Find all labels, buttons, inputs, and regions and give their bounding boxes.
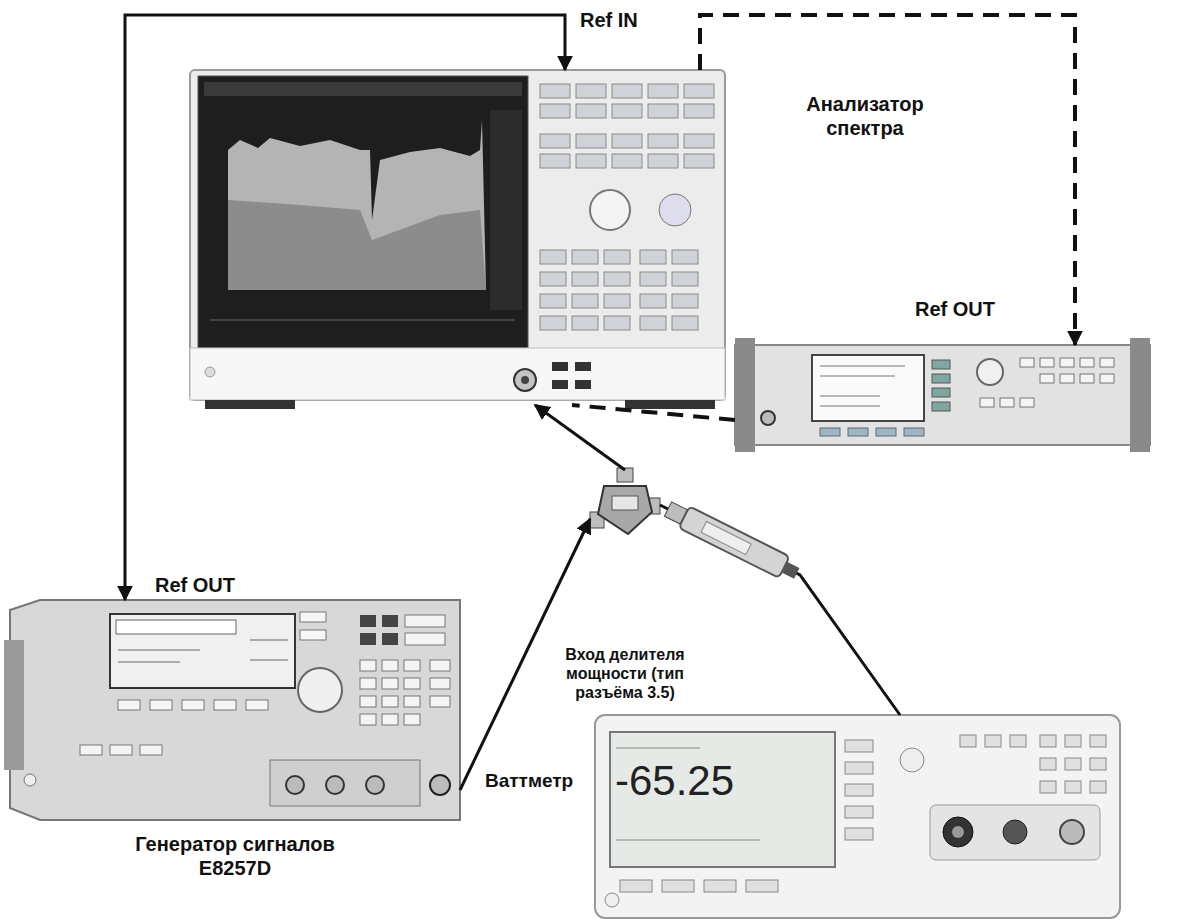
dashed-cable bbox=[572, 405, 735, 420]
e8257d-generator-picture bbox=[4, 600, 460, 820]
power-sensor-picture bbox=[663, 498, 803, 584]
power-divider-picture bbox=[590, 468, 660, 534]
port-label: Ref OUT bbox=[915, 297, 1025, 321]
wattmeter-picture bbox=[595, 715, 1120, 918]
cable bbox=[660, 505, 900, 715]
port-label: Ref OUT bbox=[155, 573, 265, 597]
spectrum-analyzer: Ref INАнализатор спектра bbox=[190, 70, 725, 405]
device-label: Генератор сигналов E8257D bbox=[130, 832, 340, 880]
display-reading: -65.25 bbox=[615, 758, 734, 804]
device-label: Ваттметр bbox=[485, 770, 589, 793]
cable bbox=[125, 15, 565, 600]
power-divider: Вход делителя мощности (тип разъёма 3.5) bbox=[590, 470, 660, 540]
signal-generator: Ref OUTГенератор сигналов E8257D bbox=[10, 600, 460, 820]
port-label: Ref IN bbox=[580, 8, 660, 32]
cable bbox=[535, 405, 625, 470]
dashed-cable bbox=[700, 15, 1075, 345]
device-label: Анализатор спектра bbox=[780, 92, 950, 140]
reference-generator-picture bbox=[735, 338, 1150, 452]
device-label: Вход делителя мощности (тип разъёма 3.5) bbox=[540, 645, 710, 703]
reference-generator: Ref OUT bbox=[735, 345, 1150, 445]
spectrum-analyzer-picture bbox=[190, 70, 725, 409]
wattmeter: Ваттметр bbox=[595, 715, 1120, 920]
